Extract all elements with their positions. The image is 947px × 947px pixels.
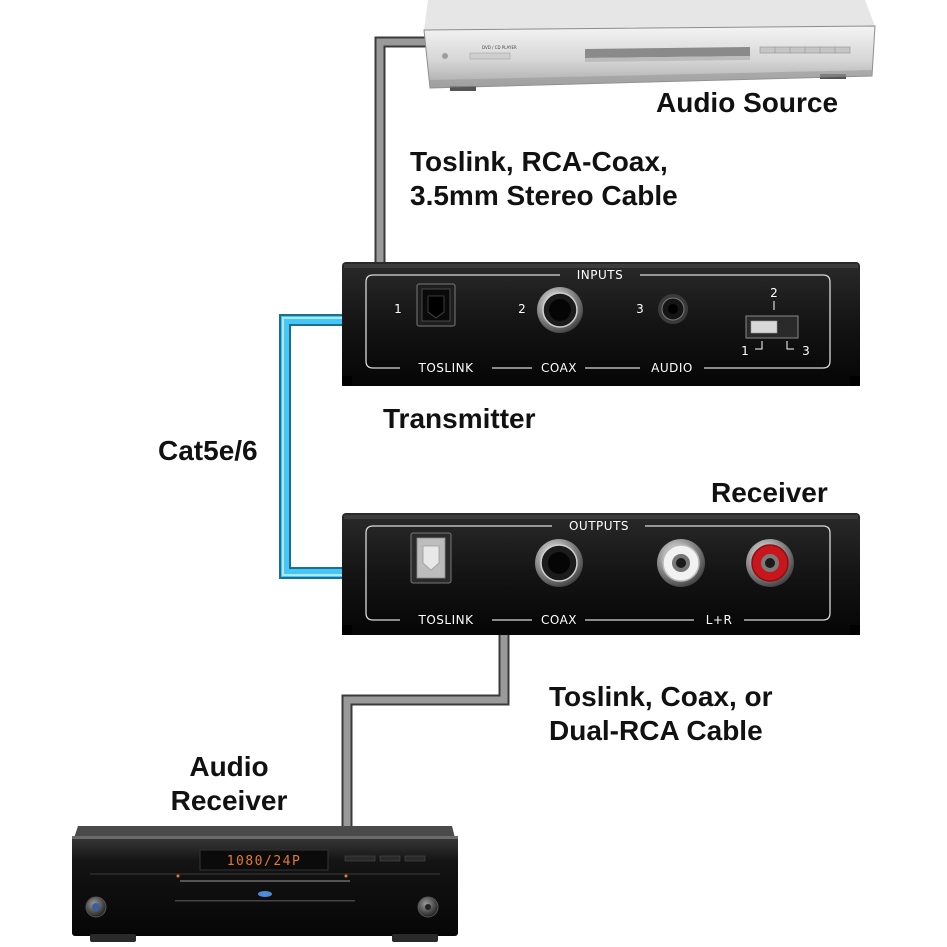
audio-input-port	[658, 294, 688, 324]
audio-receiver-device: 1080/24P	[72, 826, 458, 942]
output-cable-label-line1: Toslink, Coax, or	[549, 681, 773, 712]
transmitter-panel-title: INPUTS	[577, 268, 623, 282]
audio-receiver-label-line1: Audio	[189, 751, 269, 782]
audio-receiver-label: Audio Receiver	[168, 750, 290, 818]
receiver-label-coax: COAX	[541, 613, 577, 627]
cat-cable	[279, 314, 346, 579]
output-cable-label: Toslink, Coax, or Dual-RCA Cable	[549, 680, 773, 748]
receiver-label-lr: L+R	[706, 613, 733, 627]
audio-receiver-label-line2: Receiver	[170, 785, 288, 817]
receiver-box: OUTPUTS	[342, 513, 860, 635]
rca-red-output-port	[746, 539, 794, 587]
audio-source-device: DVD / CD PLAYER	[423, 0, 876, 91]
transmitter-label-audio: AUDIO	[651, 361, 693, 375]
transmitter-label-coax: COAX	[541, 361, 577, 375]
source-model-text: DVD / CD PLAYER	[482, 45, 517, 50]
port-number-1: 1	[394, 302, 402, 316]
transmitter-label-toslink: TOSLINK	[418, 361, 475, 375]
source-cable-label: Toslink, RCA-Coax, 3.5mm Stereo Cable	[410, 145, 678, 213]
receiver-label: Receiver	[711, 477, 828, 508]
toslink-input-port	[416, 283, 456, 327]
rca-white-output-port	[657, 539, 705, 587]
port-number-2: 2	[518, 302, 526, 316]
toslink-output-port	[410, 532, 452, 584]
source-cable	[374, 36, 432, 268]
coax-output-port	[535, 539, 583, 587]
output-cable	[341, 630, 510, 830]
cat-cable-label: Cat5e/6	[158, 435, 258, 466]
input-selector-switch: 2 1 3	[741, 286, 810, 358]
transmitter-box: INPUTS 1 2 3	[342, 262, 860, 386]
source-cable-label-line2: 3.5mm Stereo Cable	[410, 180, 678, 212]
audio-receiver-display: 1080/24P	[227, 854, 302, 869]
source-cable-label-line1: Toslink, RCA-Coax,	[410, 146, 668, 177]
transmitter-label: Transmitter	[383, 403, 536, 434]
switch-number-2: 2	[770, 286, 778, 300]
coax-input-port	[537, 287, 583, 333]
transmitter-faceplate-border	[365, 274, 831, 369]
switch-number-3: 3	[802, 344, 810, 358]
receiver-faceplate-border	[365, 525, 831, 621]
receiver-label-toslink: TOSLINK	[418, 613, 475, 627]
output-cable-label-line2: Dual-RCA Cable	[549, 715, 763, 747]
switch-number-1: 1	[741, 344, 749, 358]
audio-source-label: Audio Source	[656, 87, 839, 118]
port-number-3: 3	[636, 302, 644, 316]
receiver-panel-title: OUTPUTS	[569, 519, 629, 533]
